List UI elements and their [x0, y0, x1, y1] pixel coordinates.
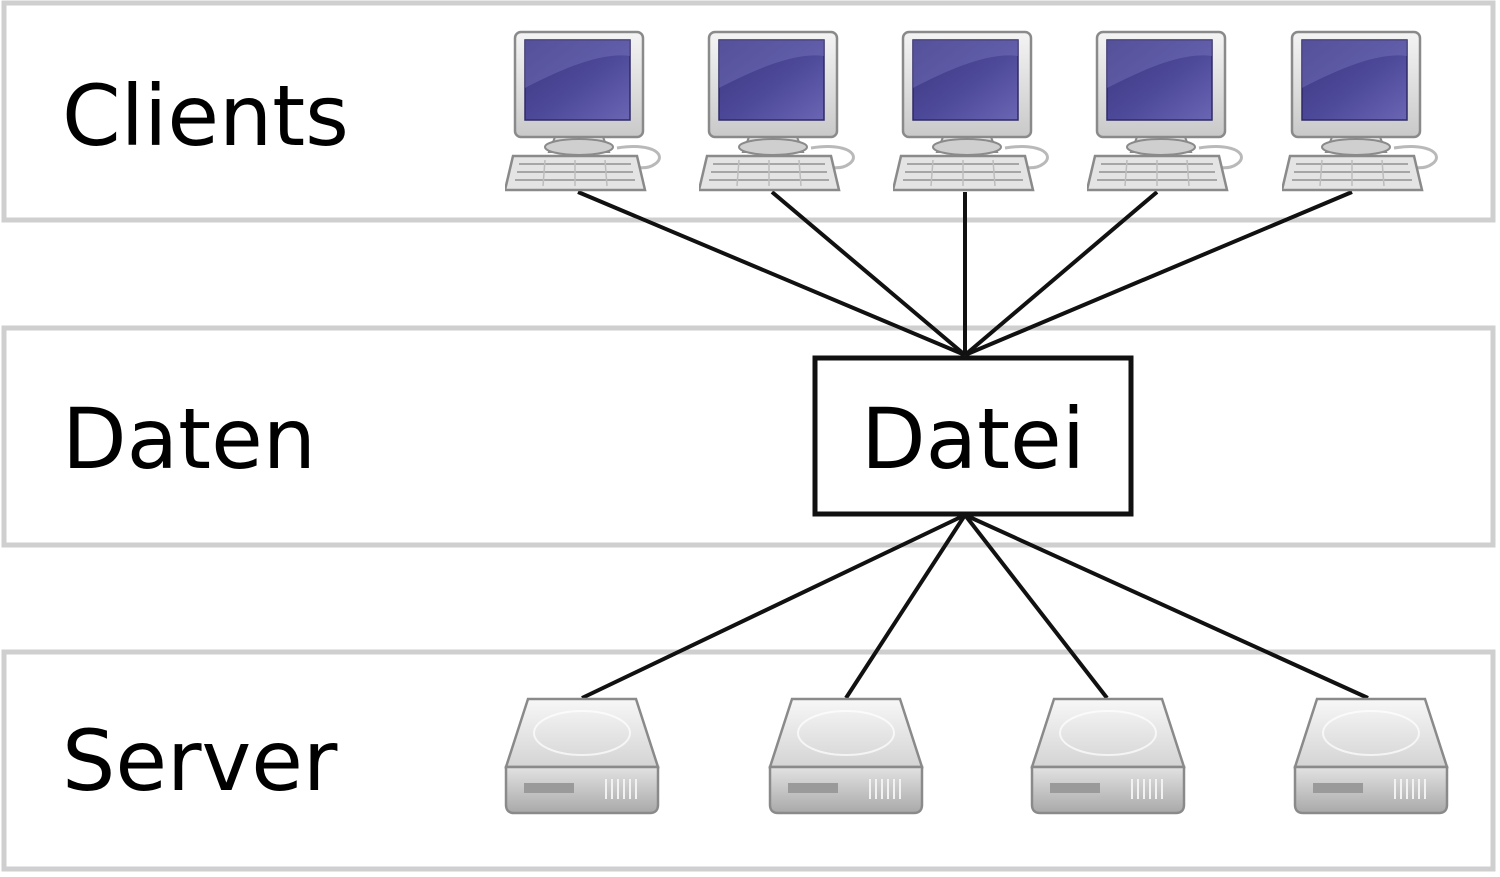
- computer-icon: [699, 30, 855, 192]
- file-node: Datei: [812, 355, 1134, 517]
- file-node-label: Datei: [861, 390, 1085, 488]
- layer-band-server-frame: [1, 649, 1496, 872]
- computer-icon: [1087, 30, 1243, 192]
- layer-label-server: Server: [62, 712, 338, 810]
- hard-drive-icon: [1030, 697, 1186, 815]
- computer-icon: [1282, 30, 1438, 192]
- link-server-2: [844, 513, 967, 700]
- file-node-box: [812, 355, 1134, 517]
- connections: [577, 190, 1369, 700]
- computer-icon: [893, 30, 1049, 192]
- link-server-1: [581, 513, 966, 700]
- hard-drive-icon: [504, 697, 660, 815]
- layer-band-daten-frame: [1, 325, 1496, 548]
- computer-icon: [505, 30, 661, 192]
- layer-band-daten: Daten: [1, 325, 1496, 548]
- link-client-2: [770, 190, 967, 357]
- hard-drive-icon: [1293, 697, 1449, 815]
- layer-band-server: Server: [1, 649, 1496, 872]
- link-server-4: [964, 513, 1369, 700]
- link-client-1: [577, 190, 966, 357]
- link-client-4: [963, 190, 1159, 357]
- layer-label-clients: Clients: [62, 67, 349, 165]
- link-client-5: [964, 190, 1353, 357]
- layer-label-daten: Daten: [62, 390, 316, 488]
- link-server-3: [963, 513, 1109, 700]
- hard-drive-icon: [768, 697, 924, 815]
